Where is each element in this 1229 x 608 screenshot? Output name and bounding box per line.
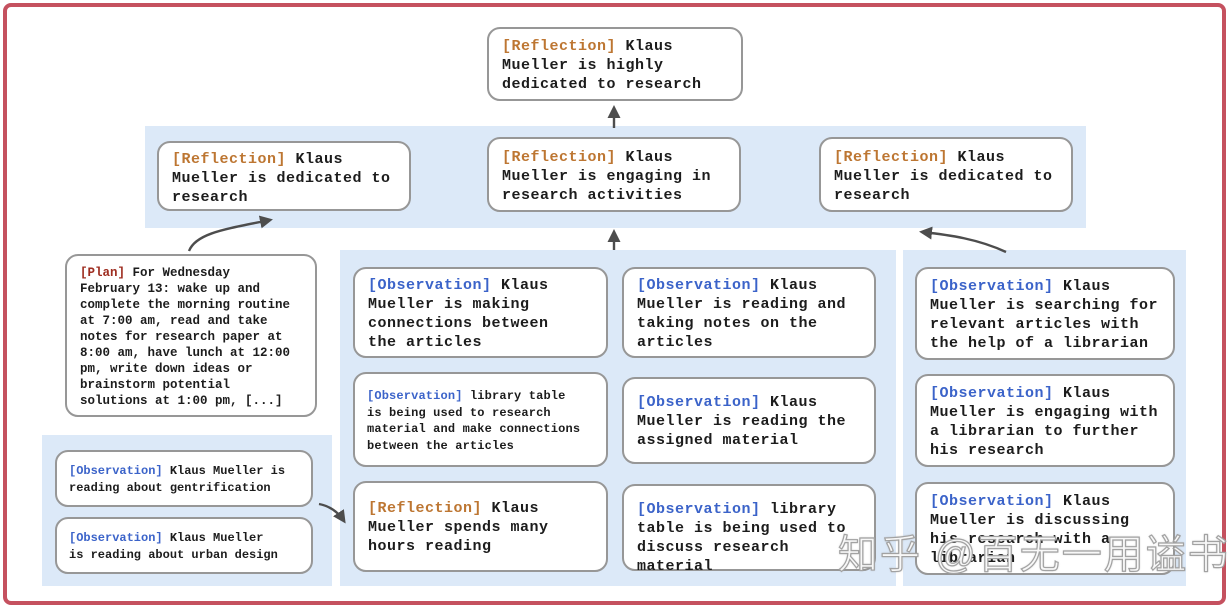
- node-observation-urban-design: [Observation] Klaus Mueller is reading a…: [55, 517, 313, 574]
- node-text: Klaus Mueller is reading the assigned ma…: [637, 394, 847, 449]
- node-observation-library-table-discuss: [Observation] library table is being use…: [622, 484, 876, 575]
- observation-tag: [Observation]: [930, 385, 1054, 402]
- node-plan: [Plan] For Wednesday February 13: wake u…: [65, 254, 317, 417]
- node-text: Klaus Mueller is dedicated to research: [834, 149, 1053, 204]
- node-observation-taking-notes: [Observation] Klaus Mueller is reading a…: [622, 267, 876, 358]
- node-observation-engaging-librarian: [Observation] Klaus Mueller is engaging …: [915, 374, 1175, 467]
- reflection-tag: [Reflection]: [834, 149, 949, 166]
- node-text: Klaus Mueller is making connections betw…: [368, 277, 549, 351]
- observation-tag: [Observation]: [637, 501, 761, 518]
- node-reflection-left: [Reflection] Klaus Mueller is dedicated …: [157, 141, 411, 211]
- node-observation-gentrification: [Observation] Klaus Mueller is reading a…: [55, 450, 313, 507]
- reflection-tag: [Reflection]: [368, 500, 483, 517]
- node-reflection-center: [Reflection] Klaus Mueller is engaging i…: [487, 137, 741, 212]
- node-text: Klaus Mueller is engaging with a librari…: [930, 385, 1159, 459]
- node-observation-making-connections: [Observation] Klaus Mueller is making co…: [353, 267, 608, 358]
- node-observation-searching-articles: [Observation] Klaus Mueller is searching…: [915, 267, 1175, 360]
- arrow-right-band-to-right-reflection: [919, 226, 1007, 254]
- node-text: Klaus Mueller is highly dedicated to res…: [502, 38, 702, 93]
- observation-tag: [Observation]: [930, 493, 1054, 510]
- observation-tag: [Observation]: [368, 277, 492, 294]
- observation-tag: [Observation]: [69, 464, 163, 478]
- node-text: Klaus Mueller is reading about gentrific…: [69, 464, 286, 495]
- reflection-tag: [Reflection]: [502, 149, 617, 166]
- observation-tag: [Observation]: [637, 277, 761, 294]
- plan-tag: [Plan]: [80, 266, 126, 280]
- node-text: library table is being used to discuss r…: [637, 501, 847, 575]
- observation-tag: [Observation]: [69, 531, 163, 545]
- node-text: Klaus Mueller spends many hours reading: [368, 500, 549, 555]
- node-text: Klaus Mueller is reading about urban des…: [69, 531, 278, 562]
- node-reflection-hours-reading: [Reflection] Klaus Mueller spends many h…: [353, 481, 608, 572]
- node-text: Klaus Mueller is dedicated to research: [172, 151, 391, 206]
- observation-tag: [Observation]: [637, 394, 761, 411]
- node-root-reflection: [Reflection] Klaus Mueller is highly ded…: [487, 27, 743, 101]
- node-reflection-right: [Reflection] Klaus Mueller is dedicated …: [819, 137, 1073, 212]
- observation-tag: [Observation]: [367, 389, 463, 403]
- node-text: Klaus Mueller is discussing his research…: [930, 493, 1130, 567]
- zhihu-watermark: 知乎 @百无一用谥书生: [837, 532, 1229, 577]
- node-observation-library-table-research: [Observation] library table is being use…: [353, 372, 608, 467]
- node-observation-assigned-material: [Observation] Klaus Mueller is reading t…: [622, 377, 876, 464]
- node-text: Klaus Mueller is engaging in research ac…: [502, 149, 712, 204]
- node-text: For Wednesday February 13: wake up and c…: [80, 266, 291, 408]
- node-text: library table is being used to research …: [367, 389, 581, 453]
- node-observation-discussing-research: [Observation] Klaus Mueller is discussin…: [915, 482, 1175, 575]
- reflection-tag: [Reflection]: [502, 38, 617, 55]
- node-text: Klaus Mueller is reading and taking note…: [637, 277, 847, 351]
- observation-tag: [Observation]: [930, 278, 1054, 295]
- reflection-tag: [Reflection]: [172, 151, 287, 168]
- node-text: Klaus Mueller is searching for relevant …: [930, 278, 1159, 352]
